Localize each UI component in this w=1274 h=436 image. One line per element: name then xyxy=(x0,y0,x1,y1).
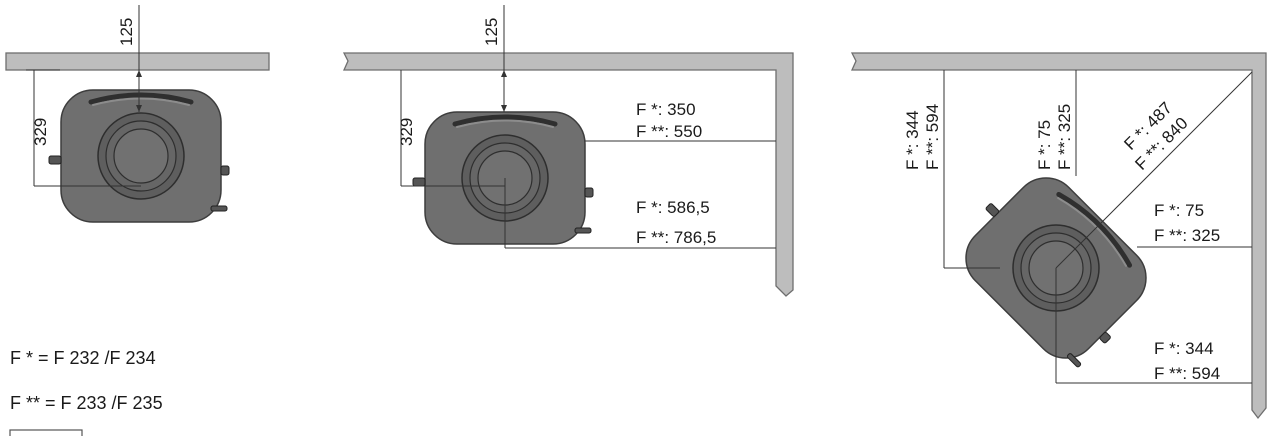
wall-clearance-f1: F *: 350 xyxy=(636,100,696,119)
bottom-clearance-f1: F *: 344 xyxy=(1154,339,1214,358)
wall-clearance-f2: F **: 550 xyxy=(636,122,702,141)
left-clearance-f1: F *: 344 xyxy=(903,110,922,170)
left-clearance-f2: F **: 594 xyxy=(923,104,942,170)
top-clearance-f1: F *: 75 xyxy=(1035,120,1054,170)
legend-line-2: F ** = F 233 /F 235 xyxy=(10,393,163,413)
wall-legend-swatch xyxy=(9,429,83,436)
right-clearance-f1: F *: 75 xyxy=(1154,201,1204,220)
back-wall xyxy=(5,52,270,71)
view-1-wall-mount: 125 329 xyxy=(5,5,270,222)
corner-wall xyxy=(850,52,1267,420)
stove-top-view-rotated xyxy=(944,156,1165,377)
side-clearance-label: 329 xyxy=(397,118,416,146)
stove-top-view xyxy=(413,112,593,244)
right-clearance-f2: F **: 325 xyxy=(1154,226,1220,245)
top-clearance-label: 125 xyxy=(117,18,136,46)
center-clearance-f1: F *: 586,5 xyxy=(636,198,710,217)
legend-line-1: F * = F 232 /F 234 xyxy=(10,348,156,368)
corner-wall xyxy=(342,52,794,297)
diagonal-clearance-line xyxy=(1055,71,1253,269)
top-clearance-f2: F **: 325 xyxy=(1055,104,1074,170)
legend: F * = F 232 /F 234 F ** = F 233 /F 235 xyxy=(9,348,163,436)
view-3-corner: F *: 344 F **: 594 F *: 75 F **: 325 F *… xyxy=(850,52,1267,420)
center-clearance-f2: F **: 786,5 xyxy=(636,228,716,247)
top-clearance-label: 125 xyxy=(482,18,501,46)
side-clearance-label: 329 xyxy=(31,118,50,146)
view-2-side-wall: 125 329 F *: 350 F **: 550 F *: 586,5 F … xyxy=(342,5,794,297)
bottom-clearance-f2: F **: 594 xyxy=(1154,364,1220,383)
